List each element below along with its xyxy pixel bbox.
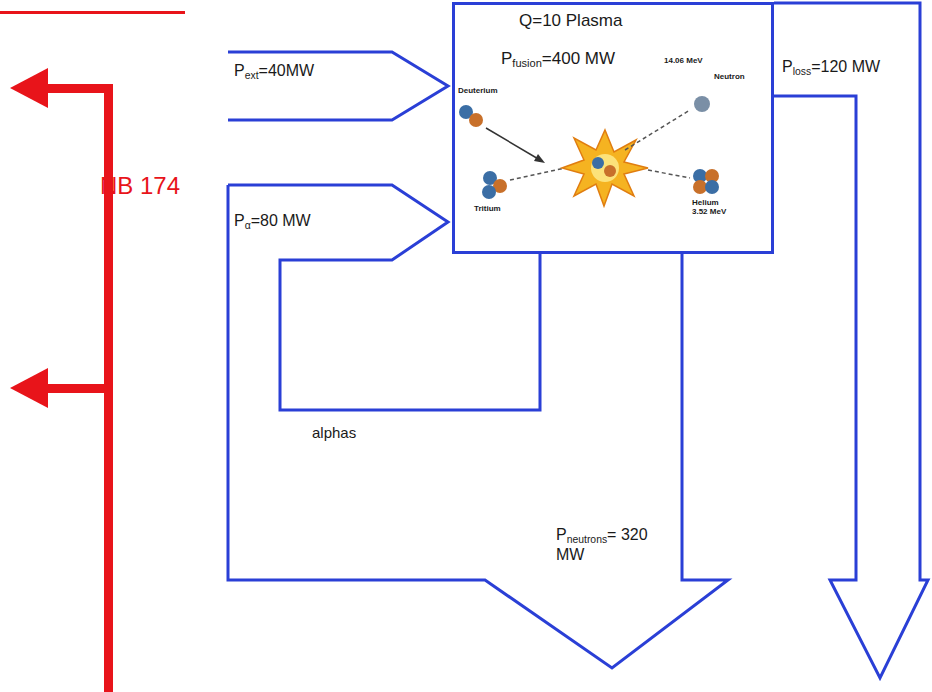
- plasma-box: Q=10 PlasmaPfusion=400 MW: [452, 2, 774, 254]
- box-title: Q=10 Plasma: [519, 11, 622, 31]
- power-label: Pα=80 MW: [234, 212, 311, 232]
- power-label: Pneutrons= 320 MW: [556, 526, 674, 564]
- particle-label: Neutron: [714, 72, 745, 81]
- fusion-power: Pfusion=400 MW: [501, 49, 615, 69]
- power-label: Ploss=120 MW: [782, 58, 880, 78]
- red-arrow-head: [10, 368, 48, 408]
- red-arrow-shaft: [44, 84, 113, 93]
- input-arrow: [228, 52, 448, 120]
- energy-label: 14.06 MeV: [664, 56, 703, 65]
- neutron-arrow: [228, 185, 728, 668]
- flow-label: alphas: [312, 424, 356, 441]
- particle-label: Helium 3.52 MeV: [692, 198, 736, 216]
- fusion-illustration: [459, 96, 719, 206]
- red-arrow-shaft: [44, 384, 113, 393]
- power-label: Pext=40MW: [234, 62, 314, 82]
- loss-arrow: [774, 3, 928, 678]
- particle-label: Deuterium: [458, 86, 498, 95]
- alpha-loop-arrow: [228, 185, 540, 410]
- red-arrow-head: [10, 68, 48, 108]
- slide-note: NB 174: [100, 172, 180, 200]
- particle-label: Tritium: [474, 204, 501, 213]
- red-underline: [0, 11, 185, 14]
